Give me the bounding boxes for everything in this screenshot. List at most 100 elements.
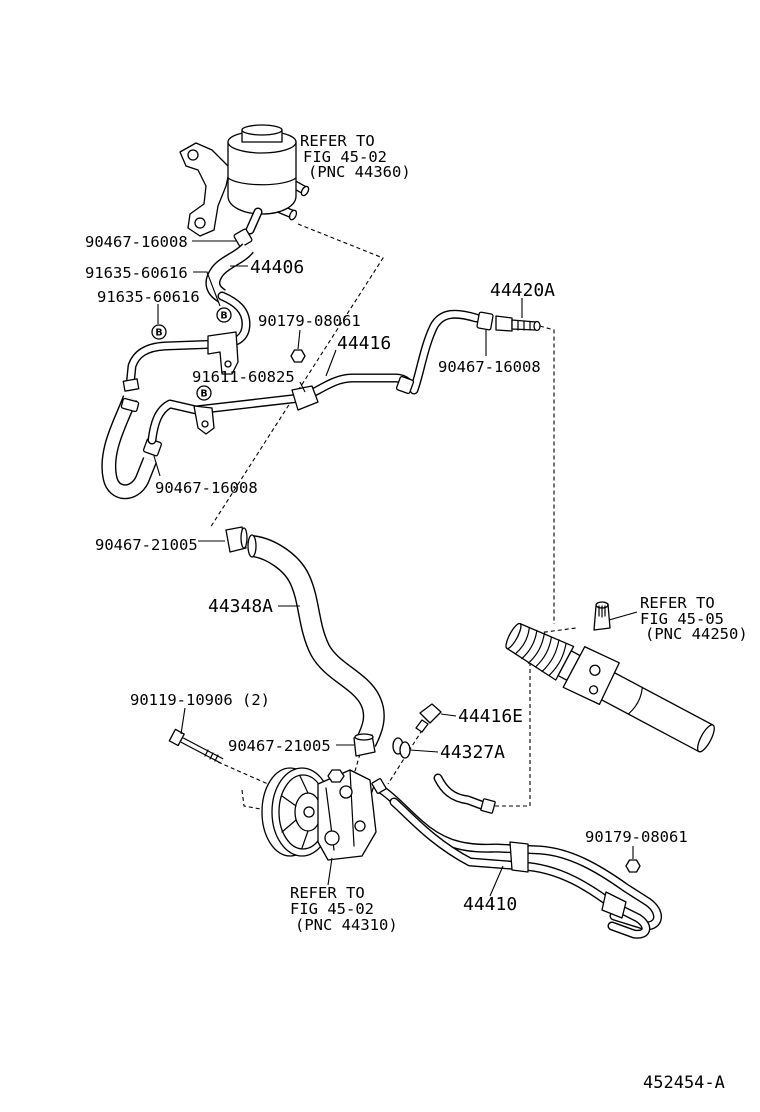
callout-label: 90467-21005 (95, 536, 198, 554)
callout-label: 44416 (337, 333, 391, 354)
marker-circle (216, 307, 232, 323)
callout-label: 44348A (208, 596, 273, 617)
callout-label: 90119-10906 (2) (130, 691, 270, 709)
steering-gear (505, 601, 715, 753)
reservoir-bracket (179, 142, 231, 237)
reference-line: FIG 45-02 (303, 148, 387, 166)
rack-housing-tube (597, 670, 714, 753)
pulley-center (303, 806, 315, 818)
dashed-line (539, 325, 555, 624)
hose-core (102, 395, 156, 498)
callout-label: 44410 (463, 894, 517, 915)
callout-label: 44406 (250, 257, 304, 278)
clip-end (240, 527, 248, 549)
callout-label: 91611-60825 (192, 368, 295, 386)
pinion-splines (598, 605, 606, 618)
bracket-hole (224, 360, 232, 368)
bolt-head (168, 728, 185, 747)
leader-line (153, 455, 161, 477)
callout-label: 90467-21005 (228, 737, 331, 755)
pipe-end (300, 185, 310, 197)
tube-core (148, 394, 304, 444)
marker-b: B (196, 385, 212, 401)
gasket-ring (399, 741, 411, 759)
leader-line (297, 329, 301, 350)
fitting-body (495, 315, 513, 332)
leader-line (325, 349, 337, 377)
leader-line (440, 713, 457, 717)
tank-band (227, 177, 297, 186)
callout-label: 90467-16008 (85, 233, 188, 251)
tube-fitting (122, 378, 140, 392)
tube-core (296, 311, 480, 402)
valve-port (588, 685, 599, 695)
leader-line (180, 707, 186, 735)
dashed-line (217, 761, 269, 785)
leader-line (489, 865, 504, 897)
reference-line: REFER TO (640, 594, 715, 612)
part-callouts: 90467-16008 91635-60616 44406 91635-6061… (85, 233, 688, 915)
reference-line: (PNC 44310) (295, 916, 398, 934)
leader-lines (153, 240, 638, 897)
pulley-spokes (281, 775, 325, 849)
clip-21005-lower (353, 733, 376, 757)
leader-line (299, 381, 306, 393)
callout-label: 44327A (440, 742, 505, 763)
callout-label: 90179-08061 (585, 828, 688, 846)
union-body (419, 703, 442, 724)
clip-21005-upper (225, 526, 248, 553)
tube-44416 (295, 309, 481, 403)
tube-clamp (509, 841, 529, 873)
pump-union-nut (327, 769, 345, 783)
callout-label: 91635-60616 (85, 264, 188, 282)
bracket-hole (201, 420, 209, 428)
reference-line: (PNC 44360) (308, 163, 411, 181)
clip-end (354, 733, 374, 741)
marker-b: B (151, 324, 167, 340)
reference-line: FIG 45-05 (640, 610, 724, 628)
tube-fitting (480, 798, 496, 814)
pump-port (324, 830, 340, 846)
clip-upper (233, 228, 253, 248)
fitting-end (533, 320, 541, 332)
reference-note-pump: REFER TO FIG 45-02 (PNC 44310) (290, 884, 398, 934)
illustration-number: 452454-A (643, 1073, 725, 1093)
bolt-shank-core (181, 738, 223, 763)
marker-letter: B (200, 389, 207, 400)
nut-lower (625, 859, 641, 873)
return-tube-lower (147, 393, 305, 445)
tube-clamp (601, 891, 627, 919)
bracket-hole (187, 149, 199, 161)
power-steering-pump (261, 767, 389, 861)
pump-port (354, 820, 366, 832)
hose-end (247, 534, 257, 558)
reference-note-reservoir: REFER TO FIG 45-02 (PNC 44360) (300, 132, 411, 181)
reference-note-gear: REFER TO FIG 45-05 (PNC 44250) (640, 594, 748, 643)
bracket-hole (194, 217, 206, 229)
rack-housing-end (696, 724, 715, 753)
bellows-end (505, 622, 522, 650)
valve-port (589, 664, 601, 676)
bellows-ridges (514, 626, 567, 676)
leader-line (327, 857, 333, 886)
tube-fitting (371, 778, 387, 794)
dashed-line (209, 223, 384, 529)
bolt-90119 (168, 728, 224, 764)
union-44416e (415, 703, 442, 733)
clip-right (476, 311, 494, 331)
fitting-thread (517, 320, 531, 331)
fitting-44420a (495, 315, 541, 332)
rack-housing-band (627, 686, 643, 715)
tube-clamp (291, 385, 319, 411)
leader-line (409, 749, 439, 753)
dashed-line (241, 789, 267, 811)
outlet-core (246, 208, 262, 234)
tank-cap-top (241, 124, 283, 136)
marker-circle (151, 324, 167, 340)
reference-line: REFER TO (290, 884, 365, 902)
marker-letter: B (155, 328, 162, 339)
hose-core (250, 536, 384, 747)
marker-b: B (216, 307, 232, 323)
marker-circle (196, 385, 212, 401)
